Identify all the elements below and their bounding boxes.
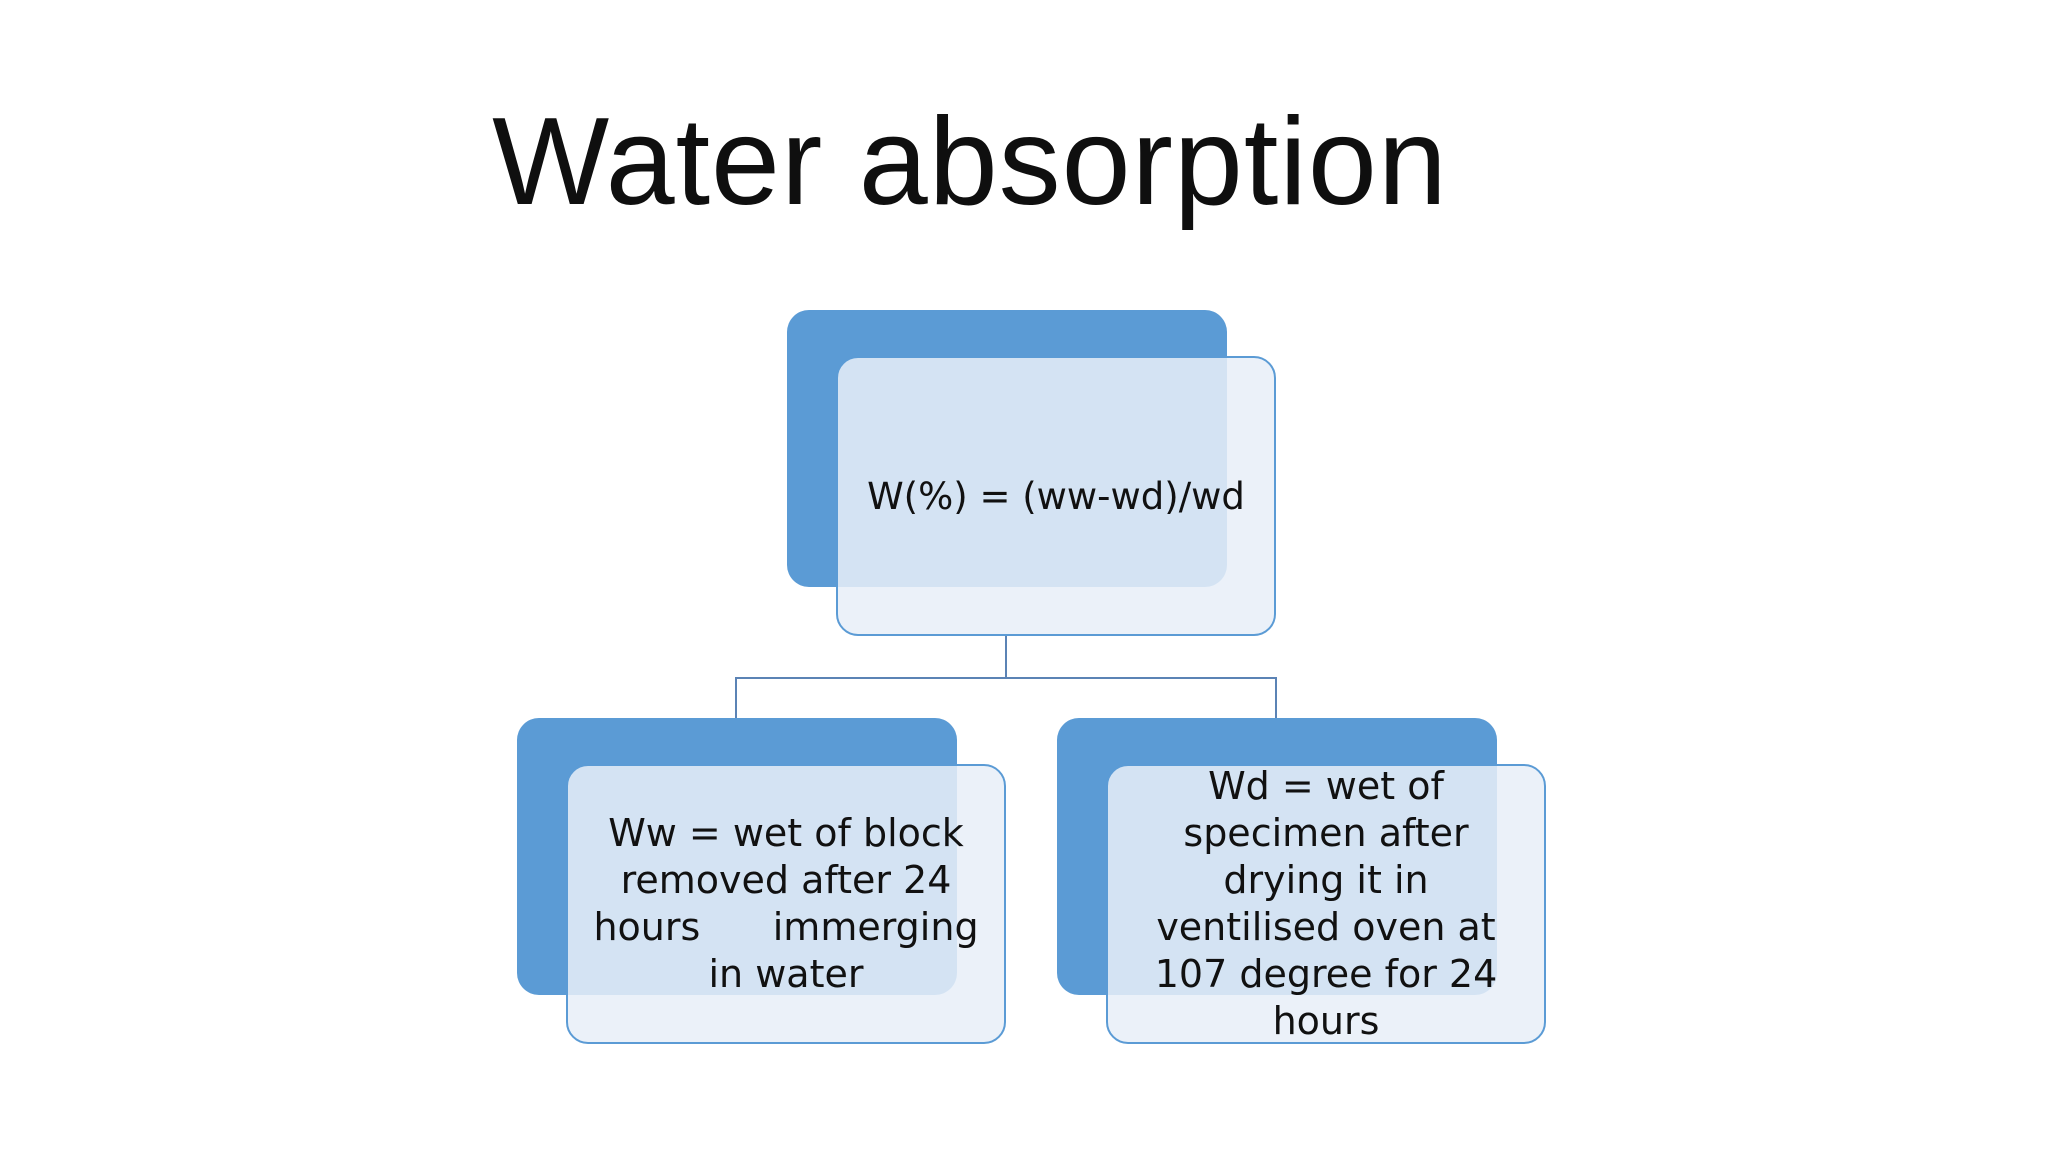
node-root-front-panel: W(%) = (ww-wd)/wd	[836, 356, 1276, 636]
diagram-node-root: W(%) = (ww-wd)/wd	[787, 310, 1276, 636]
node-wd-front-panel: Wd = wet of specimen after drying it in …	[1106, 764, 1546, 1044]
diagram-node-wd: Wd = wet of specimen after drying it in …	[1057, 718, 1546, 1044]
connector-root-right	[1006, 677, 1277, 718]
node-ww-text: Ww = wet of block removed after 24 hours…	[593, 811, 991, 996]
diagram-node-ww: Ww = wet of block removed after 24 hours…	[517, 718, 1006, 1044]
node-ww-front-panel: Ww = wet of block removed after 24 hours…	[566, 764, 1006, 1044]
node-root-text: W(%) = (ww-wd)/wd	[867, 474, 1245, 518]
node-wd-text: Wd = wet of specimen after drying it in …	[1154, 764, 1510, 1043]
slide-title: Water absorption	[492, 93, 1448, 231]
connector-root-left	[735, 636, 1007, 718]
